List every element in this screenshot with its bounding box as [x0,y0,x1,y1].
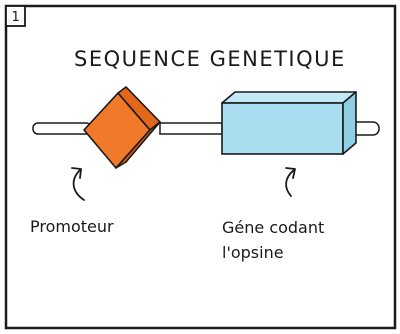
diagram-title: SEQUENCE GENETIQUE [74,47,346,71]
promoter-face-side [115,121,161,169]
gene-label-line1: Géne codant [222,218,324,237]
arrow-to-promoter [71,167,85,201]
gene-face-front [221,102,344,155]
panel-number: 1 [12,10,20,25]
arrow-to-gene [285,167,296,197]
dna-strand-left [32,122,92,135]
promoter-block [83,86,161,169]
panel-number-box [5,5,26,27]
gene-face-side [342,91,357,155]
gene-block [221,91,357,155]
promoter-label: Promoteur [30,217,114,236]
gene-label-line2: l'opsine [222,243,284,262]
gene-face-top [221,91,357,104]
panel-border [4,4,397,330]
dna-strand-middle [159,122,223,135]
